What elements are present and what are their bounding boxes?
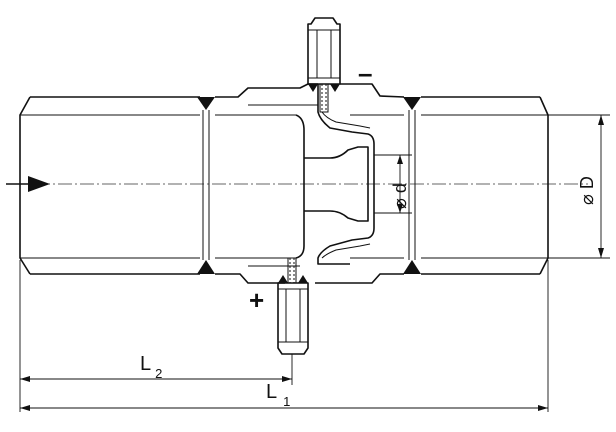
left-weld (197, 97, 215, 274)
terminal-bottom (277, 257, 309, 355)
left-pipe (19, 96, 200, 275)
l1-subscript: 1 (283, 394, 290, 409)
minus-label: – (358, 58, 372, 88)
l2-subscript: 2 (155, 366, 162, 381)
outer-diameter-label: ⌀ D (577, 176, 597, 205)
joint-body (215, 83, 412, 284)
right-pipe (421, 96, 549, 275)
outer-diameter-dimension (548, 114, 610, 259)
plus-label: + (249, 285, 264, 315)
length-dimensions (19, 260, 549, 412)
inner-diameter-label: ⌀ d (390, 183, 410, 209)
inner-diameter-dimension (397, 155, 403, 213)
terminal-top (307, 17, 341, 113)
flow-arrow-icon (6, 176, 50, 192)
right-weld (403, 97, 421, 274)
